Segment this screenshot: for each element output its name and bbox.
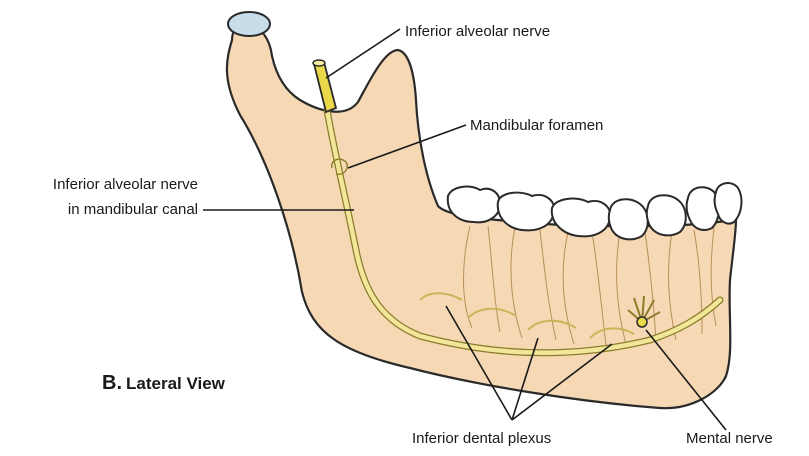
molar-2 [498, 193, 554, 231]
molar-3 [448, 187, 500, 223]
label-nerve-in-canal-line1: Inferior alveolar nerve [53, 176, 198, 193]
condyle-cartilage [228, 12, 270, 36]
incisor [715, 183, 742, 224]
view-caption-text: Lateral View [126, 374, 226, 393]
label-inferior-dental-plexus: Inferior dental plexus [412, 430, 551, 447]
label-mental-nerve: Mental nerve [686, 430, 773, 447]
mental-foramen [637, 317, 647, 327]
label-nerve-in-canal-line2: in mandibular canal [68, 201, 198, 218]
canine [687, 187, 719, 230]
premolar-1 [647, 195, 686, 235]
premolar-2 [609, 199, 648, 239]
inferior-alveolar-nerve-trunk [314, 62, 336, 112]
view-caption-letter: B. [102, 372, 122, 394]
label-mandibular-foramen: Mandibular foramen [470, 117, 603, 134]
nerve-cut-end [313, 60, 325, 66]
label-inferior-alveolar-nerve: Inferior alveolar nerve [405, 23, 550, 40]
